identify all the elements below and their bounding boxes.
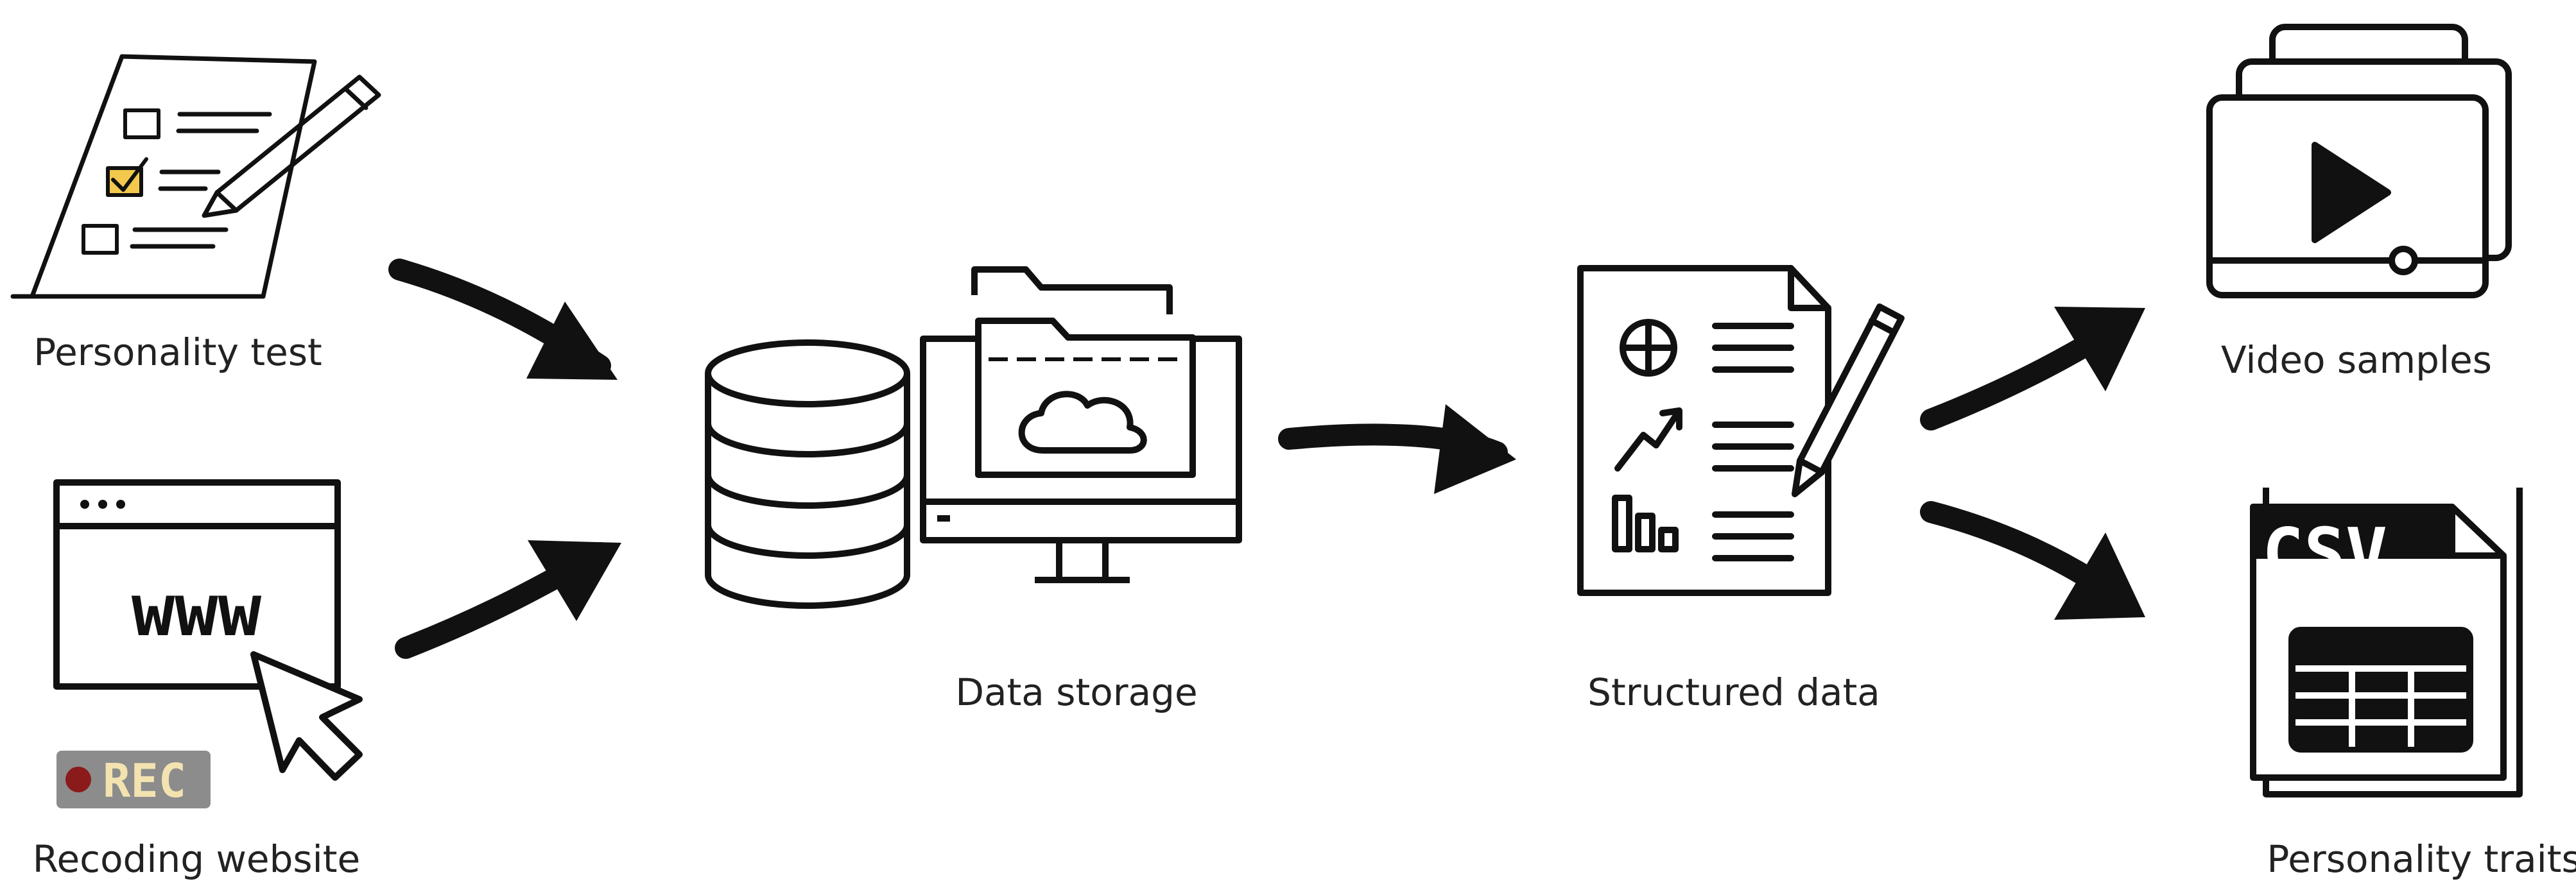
csv-text: CSV: [2262, 514, 2387, 594]
stacked-video-player-icon: [2206, 24, 2512, 298]
label-personality-test: Personality test: [33, 330, 322, 374]
label-video-samples: Video samples: [2220, 338, 2493, 382]
label-structured-data: Structured data: [1587, 670, 1880, 714]
label-personality-traits: Personality traits: [2267, 837, 2576, 881]
rec-text: REC: [103, 754, 186, 808]
report-document-with-pen-icon: [1577, 265, 1905, 596]
arrow-test-to-storage: [388, 259, 618, 380]
checklist-with-pen-icon: [10, 54, 381, 299]
arrow-storage-to-structured: [1278, 404, 1516, 494]
database-icon: [705, 339, 910, 609]
label-data-storage: Data storage: [955, 670, 1198, 714]
arrow-website-to-storage: [395, 540, 621, 659]
arrow-structured-to-traits: [1920, 501, 2145, 620]
rec-badge: [56, 751, 211, 808]
csv-file-icon: [2250, 488, 2523, 797]
arrow-structured-to-video: [1920, 307, 2145, 430]
monitor-cloud-folder-icon: [920, 266, 1242, 583]
label-recording-website: Recoding website: [32, 837, 361, 881]
www-text: www: [132, 569, 262, 652]
browser-window-with-cursor-icon: [53, 479, 363, 781]
